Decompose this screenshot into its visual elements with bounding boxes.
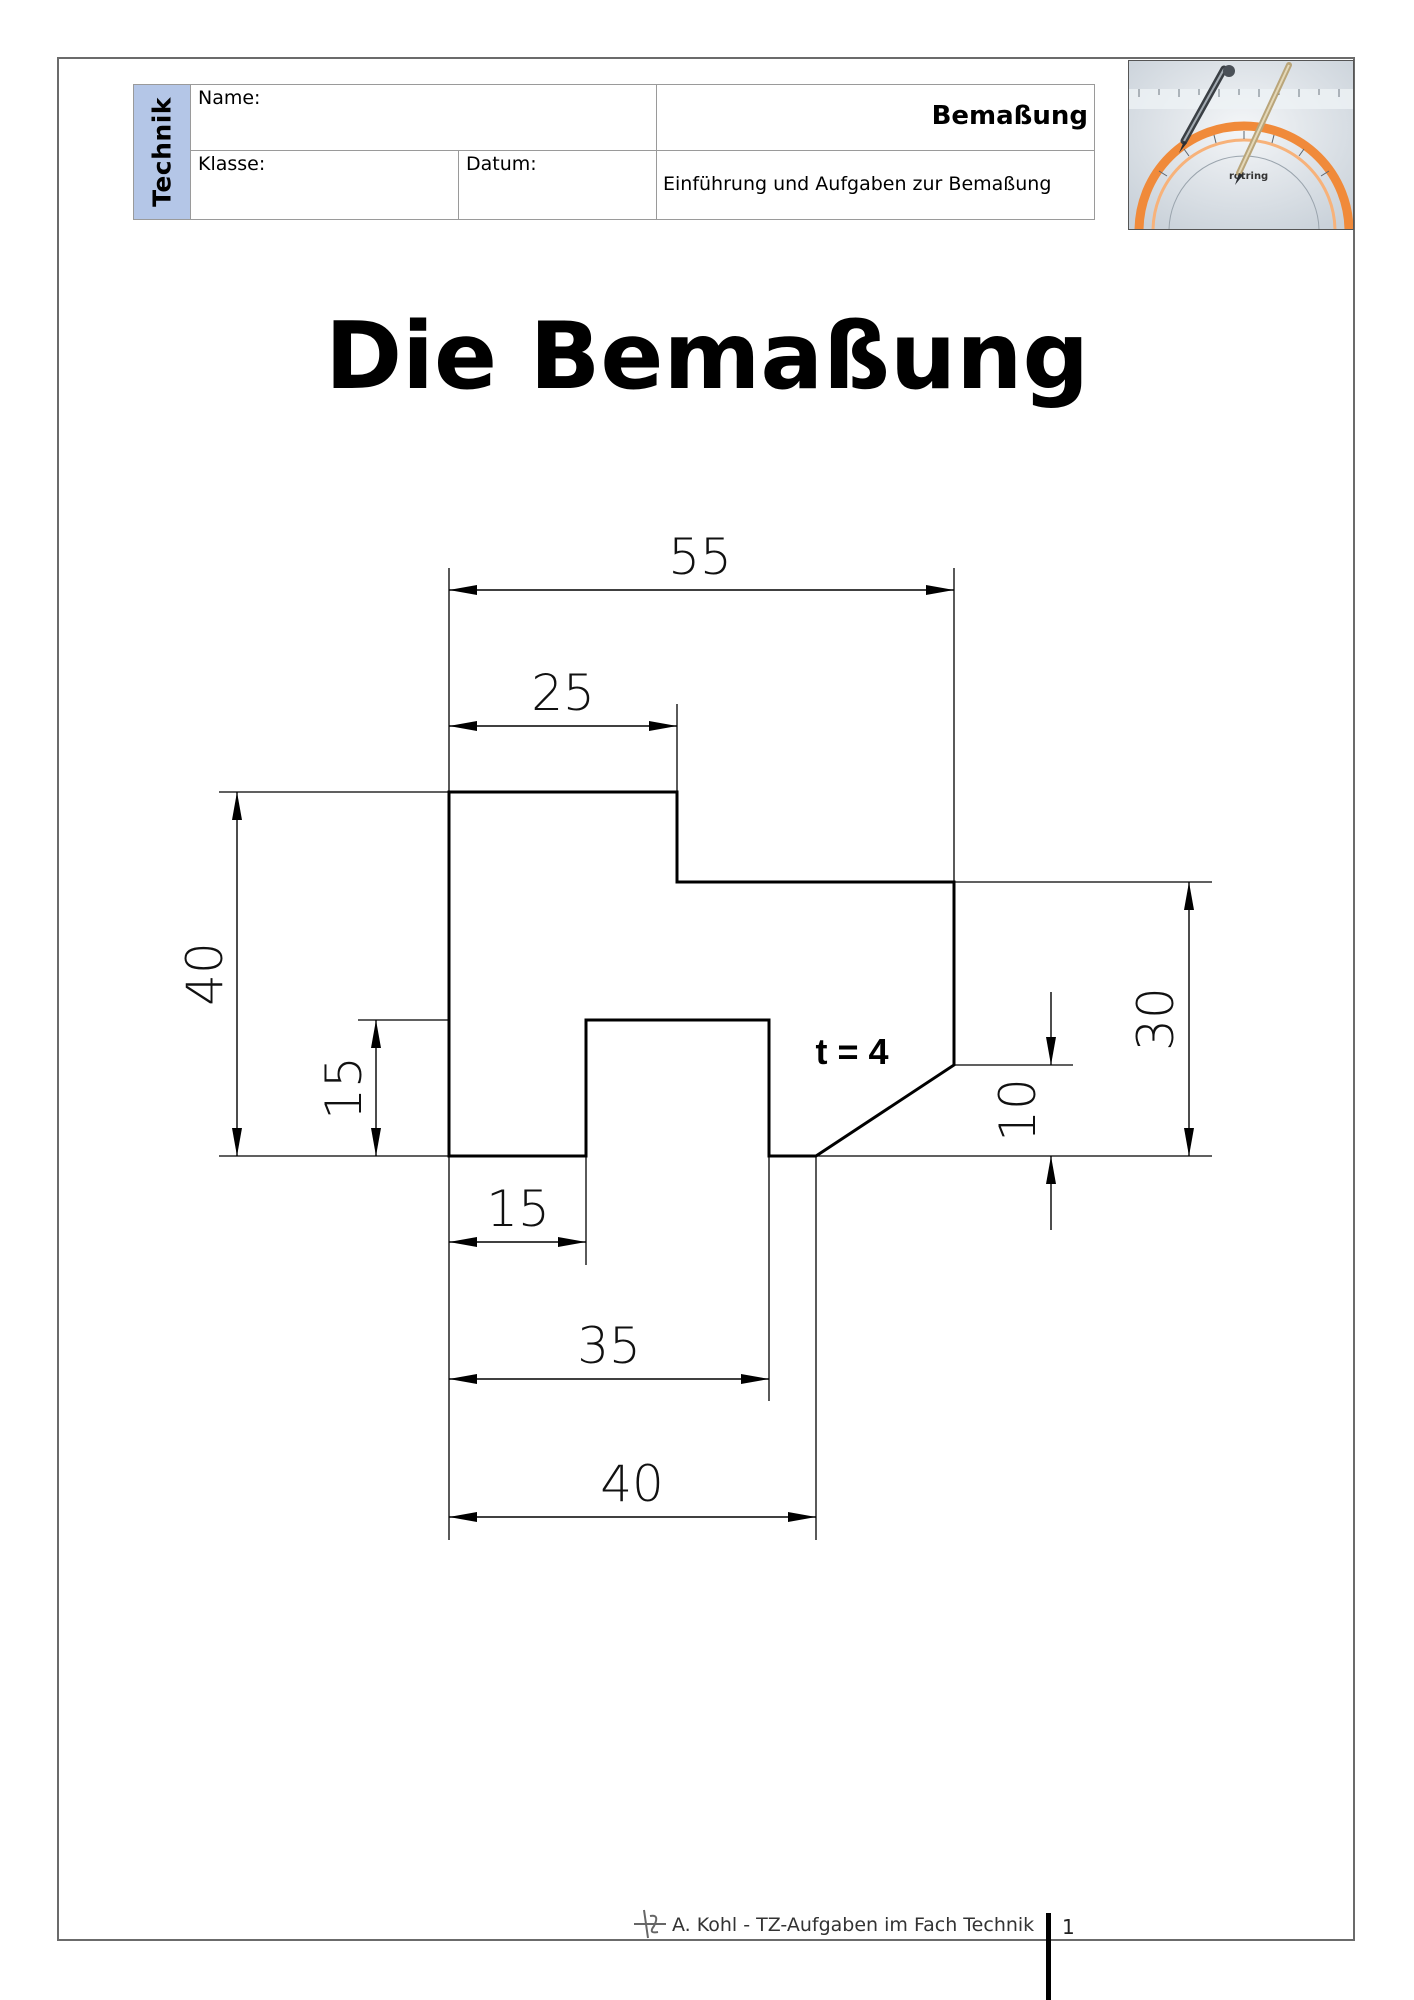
datum-field[interactable]: Datum: — [459, 151, 657, 219]
thickness-label: t = 4 — [815, 1031, 888, 1072]
name-field[interactable]: Name: — [191, 85, 657, 151]
subject-cell: Technik — [134, 85, 191, 219]
description-cell: Einführung und Aufgaben zur Bemaßung — [657, 151, 1094, 219]
part-outline — [447, 790, 956, 1158]
datum-label: Datum: — [466, 153, 537, 175]
footer-credit: A. Kohl - TZ-Aufgaben im Fach Technik — [672, 1914, 1035, 1936]
topic-description: Einführung und Aufgaben zur Bemaßung — [663, 173, 1052, 195]
dimension-value: 30 — [1127, 987, 1185, 1051]
page-number: 1 — [1062, 1915, 1075, 1939]
dimension-value: 40 — [176, 942, 234, 1006]
topic-title: Bemaßung — [931, 101, 1088, 131]
name-label: Name: — [198, 87, 261, 109]
klasse-label: Klasse: — [198, 153, 266, 175]
dimension-value: 25 — [531, 664, 595, 722]
klasse-field[interactable]: Klasse: — [191, 151, 459, 219]
dimension-value: 15 — [486, 1180, 550, 1238]
page-frame — [57, 57, 1355, 1941]
drafting-tools-image: rotring — [1128, 60, 1354, 230]
dimension-value: 15 — [315, 1056, 373, 1120]
signature-icon — [634, 1909, 666, 1939]
dimension-value: 35 — [577, 1317, 641, 1375]
dimension-value: 40 — [600, 1455, 664, 1513]
page-title: Die Bemaßung — [324, 302, 1090, 410]
svg-text:rotring: rotring — [1229, 171, 1268, 182]
dimension-value: 55 — [668, 528, 732, 586]
worksheet-header: Technik Name: Klasse: Datum: Bemaßung Ei… — [133, 84, 1095, 220]
page-marker-bar — [1046, 1913, 1051, 2000]
dimension-value: 10 — [989, 1078, 1047, 1142]
topic-cell: Bemaßung — [657, 85, 1094, 151]
